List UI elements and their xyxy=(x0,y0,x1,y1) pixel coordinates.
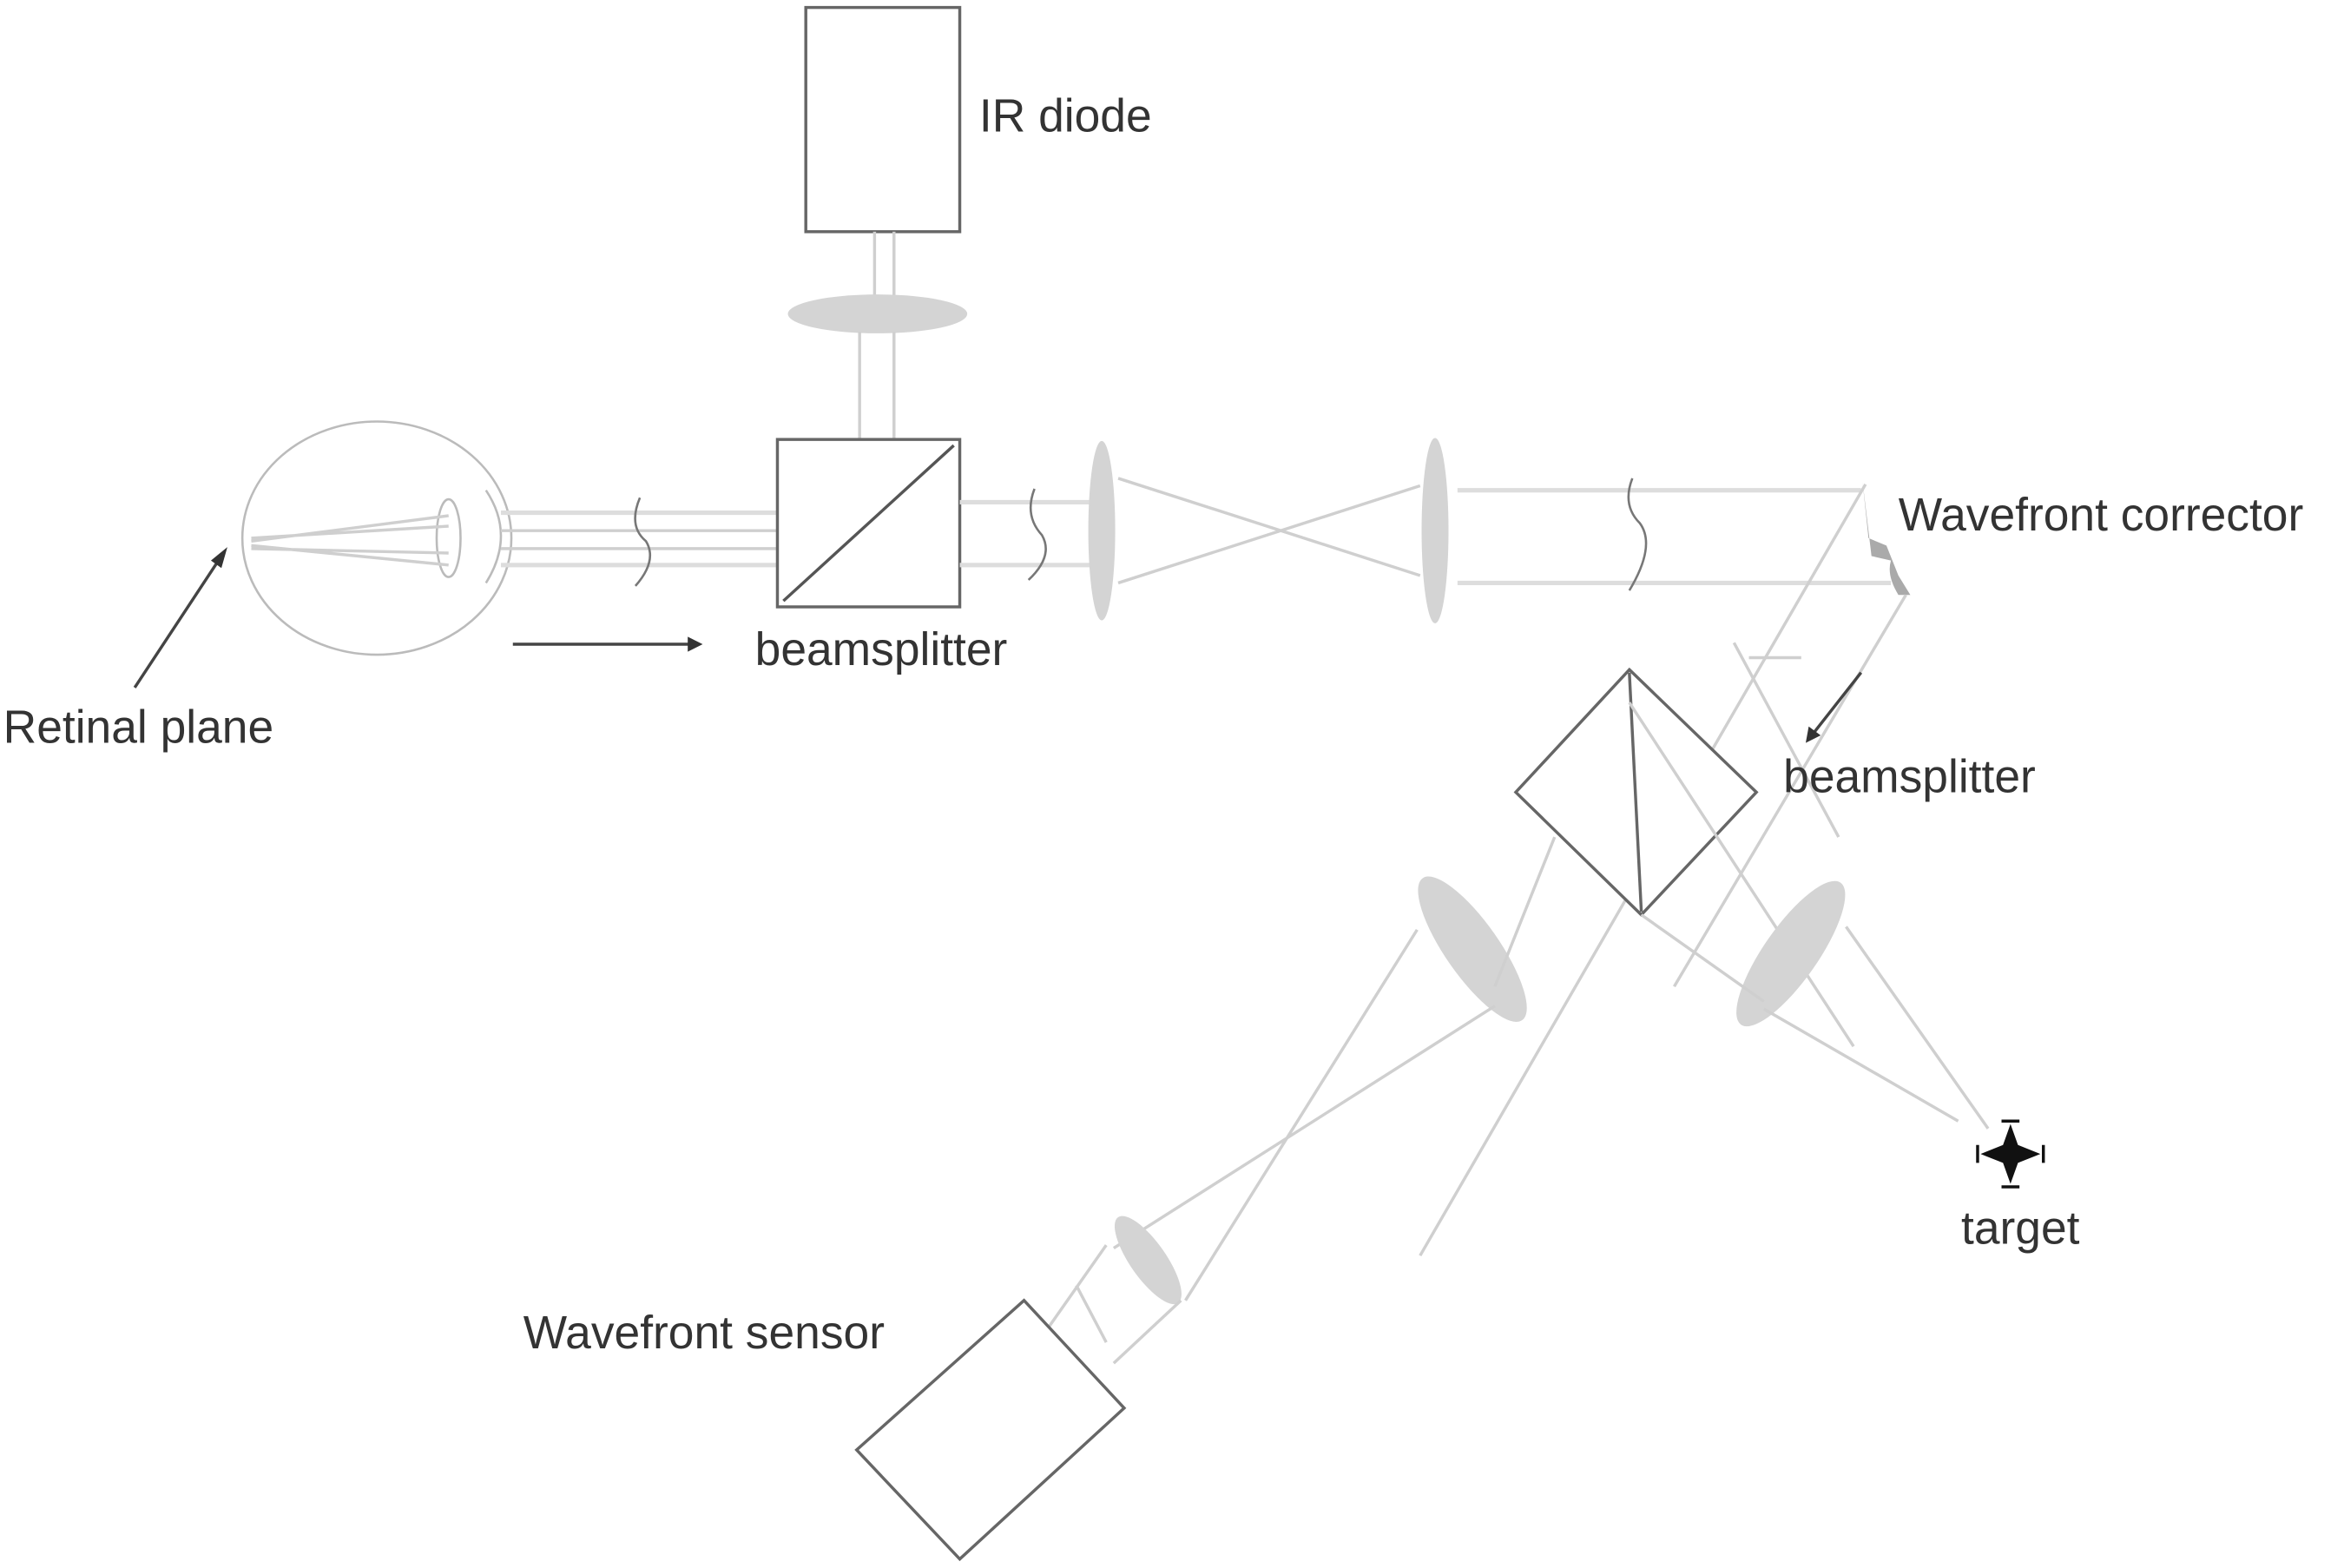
label-beamsplitter-2: beamsplitter xyxy=(1783,751,2036,802)
target-ray-3 xyxy=(1640,913,1765,1003)
wavefront-sensor-box xyxy=(854,1298,1127,1562)
wavefront-squiggle-1 xyxy=(634,497,652,587)
retinal-plane-arrow xyxy=(133,555,223,688)
arrowhead-2 xyxy=(1805,726,1821,743)
label-wavefront-corrector: Wavefront corrector xyxy=(1899,490,2304,541)
arrow-to-beamsplitter-2 xyxy=(1810,671,1863,737)
telescope-lens-2 xyxy=(1421,438,1449,623)
telescope-ray-1 xyxy=(1117,477,1421,577)
ir-diode-box xyxy=(804,5,962,234)
sensor-lens xyxy=(1114,1216,1182,1305)
target-ray-2 xyxy=(1845,926,1990,1130)
sensor-ray-2 xyxy=(1112,1005,1496,1250)
label-beamsplitter-1: beamsplitter xyxy=(755,624,1008,675)
wavefront-squiggle-2 xyxy=(1027,488,1047,581)
sensor-ray-5 xyxy=(1112,1299,1182,1365)
target-ray-1 xyxy=(1762,1007,1959,1123)
beamsplitter-1-diagonal xyxy=(782,444,955,603)
label-retinal-plane: Retinal plane xyxy=(3,702,273,754)
eye-cornea xyxy=(484,489,503,584)
label-target: target xyxy=(1961,1202,2080,1254)
target-path-lens xyxy=(1736,880,1846,1027)
label-wavefront-sensor: Wavefront sensor xyxy=(523,1308,885,1359)
eye-internal-rays xyxy=(251,514,449,567)
telescope-lens-1 xyxy=(1088,440,1116,621)
ir-diode-lens xyxy=(787,294,968,333)
wavefront-squiggle-3 xyxy=(1627,478,1648,591)
sensor-ray-6 xyxy=(1075,1284,1108,1343)
sensor-ray-3 xyxy=(1493,836,1557,987)
corrector-ray-3 xyxy=(1732,642,1840,838)
label-ir-diode: IR diode xyxy=(979,91,1152,142)
retinal-arrowhead xyxy=(210,547,227,569)
propagation-arrowhead xyxy=(688,636,703,652)
beamsplitter-2-diagonal xyxy=(1628,672,1643,912)
corrector-ray-2 xyxy=(1672,594,1907,988)
sensor-path-lens xyxy=(1418,876,1527,1022)
target-icon xyxy=(1976,1119,2045,1189)
telescope-ray-2 xyxy=(1117,484,1421,585)
sensor-ray-1 xyxy=(1184,928,1419,1301)
eye-globe xyxy=(240,420,513,656)
eye-lens xyxy=(435,497,462,578)
bs2-ray-1 xyxy=(1628,702,1855,1048)
